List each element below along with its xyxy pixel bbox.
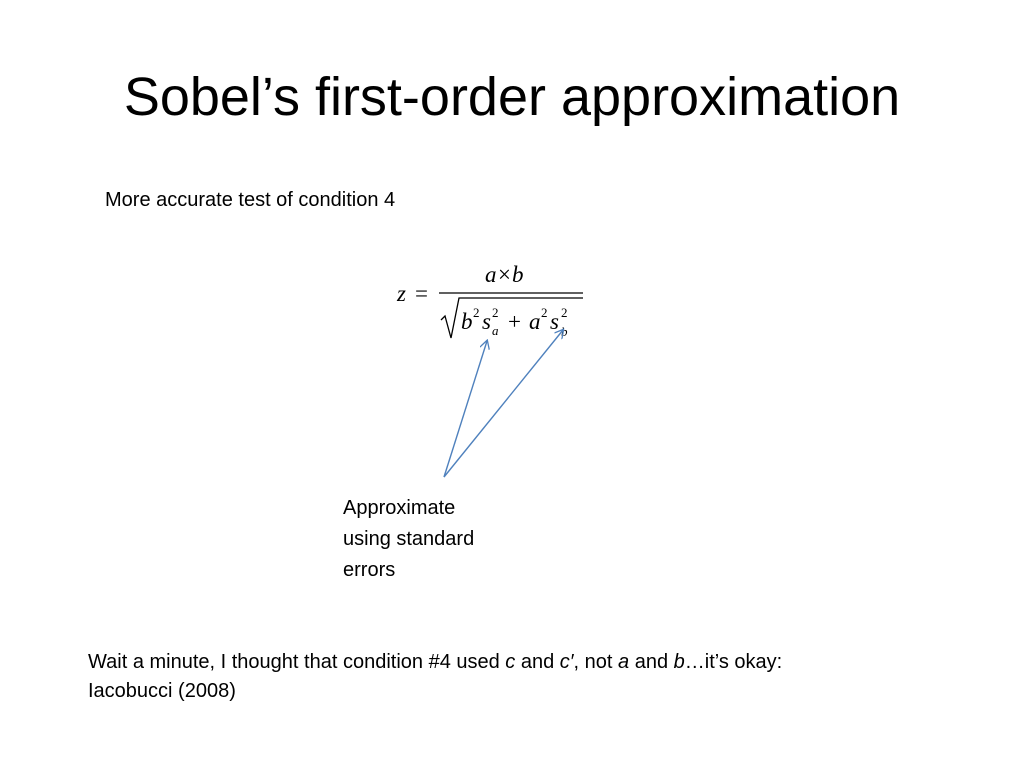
note-part-1: Wait a minute, I thought that condition … (88, 651, 506, 673)
den-b-exp: 2 (473, 305, 480, 320)
note-a: a (618, 651, 630, 673)
footnote-line-1: Wait a minute, I thought that condition … (88, 648, 968, 677)
den-s2-exp: 2 (561, 305, 568, 320)
den-s2: s (550, 309, 559, 334)
callout-text: Approximate using standard errors (343, 493, 513, 586)
formula-equals: = (415, 281, 428, 306)
den-s2-sub: b (561, 324, 568, 339)
footnote-line-2: Iacobucci (2008) (88, 680, 236, 702)
slide-title: Sobel’s first-order approximation (123, 67, 901, 127)
sobel-formula: z = a×b b 2 s 2 a + a 2 s 2 b (396, 262, 583, 339)
callout-line-3: errors (343, 559, 396, 581)
den-s1-exp: 2 (492, 305, 499, 320)
note-part-4: and (629, 651, 674, 673)
arrow-to-sb (443, 330, 563, 478)
arrow-to-sa (443, 341, 487, 478)
den-plus: + (508, 309, 521, 334)
note-c-prime: c′ (559, 651, 574, 673)
den-s1: s (482, 309, 491, 334)
callout-line-1: Approximate (343, 497, 456, 519)
note-part-3: , not (573, 651, 619, 673)
formula-numerator: a×b (485, 262, 524, 287)
formula-lhs: z (396, 281, 406, 306)
den-b: b (461, 309, 473, 334)
note-b: b (673, 651, 685, 673)
note-part-5: …it’s okay: (684, 651, 783, 673)
den-a: a (529, 309, 541, 334)
note-c: c (505, 651, 516, 673)
den-s1-sub: a (492, 323, 499, 338)
note-part-2: and (515, 651, 560, 673)
callout-line-2: using standard (343, 528, 475, 550)
footnote: Wait a minute, I thought that condition … (88, 648, 968, 706)
slide-subtitle: More accurate test of condition 4 (105, 189, 396, 211)
den-a-exp: 2 (541, 305, 548, 320)
